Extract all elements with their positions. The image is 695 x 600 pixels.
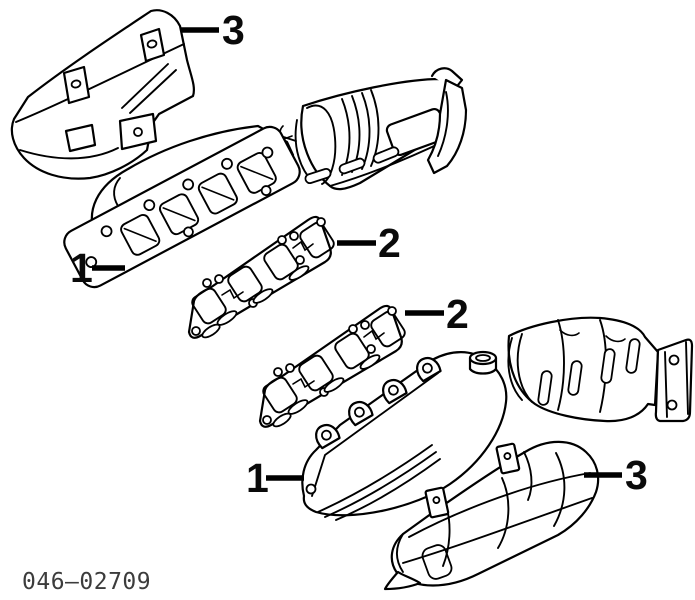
- exhaust-port: [120, 214, 161, 256]
- flange-tab: [348, 401, 374, 427]
- outlet-flange-upper: [426, 67, 468, 175]
- catalytic-converter-lower: [507, 316, 694, 423]
- heat-shield-upper: [10, 9, 195, 180]
- manifold-body-lower: [301, 350, 508, 521]
- callout-label: 1: [70, 245, 93, 291]
- callout-3-upper: 3: [181, 7, 245, 53]
- sensor-boss: [468, 350, 498, 375]
- shield-mount-tab: [62, 65, 91, 105]
- callout-label: 3: [222, 7, 245, 53]
- callout-2-upper: 2: [337, 220, 401, 266]
- shield-mount-tab: [139, 27, 166, 63]
- shield-mount-tab: [495, 442, 521, 475]
- callout-label: 1: [246, 455, 269, 501]
- callout-1-upper: 1: [70, 245, 125, 291]
- heat-shield-lower: [383, 440, 600, 591]
- exhaust-port: [197, 172, 238, 215]
- callout-2-lower: 2: [405, 291, 469, 337]
- callout-label: 2: [378, 220, 401, 266]
- flange-tab: [382, 379, 408, 405]
- exhaust-manifold-catalyst-upper: [63, 67, 468, 289]
- exhaust-manifold-catalyst-lower: [301, 316, 694, 521]
- figure-code: 046–02709: [22, 569, 151, 595]
- callout-1-lower: 1: [246, 455, 304, 501]
- manifold-flange-upper: [63, 125, 301, 289]
- shield-mount-tab: [424, 486, 450, 519]
- callout-3-lower: 3: [584, 452, 648, 498]
- outlet-flange-lower: [654, 338, 694, 423]
- flange-tab: [315, 424, 341, 450]
- catalytic-converter-upper: [264, 67, 468, 191]
- flange-tab: [416, 357, 442, 383]
- callout-label: 2: [446, 291, 469, 337]
- callout-label: 3: [625, 452, 648, 498]
- manifold-gasket-upper: [187, 215, 338, 341]
